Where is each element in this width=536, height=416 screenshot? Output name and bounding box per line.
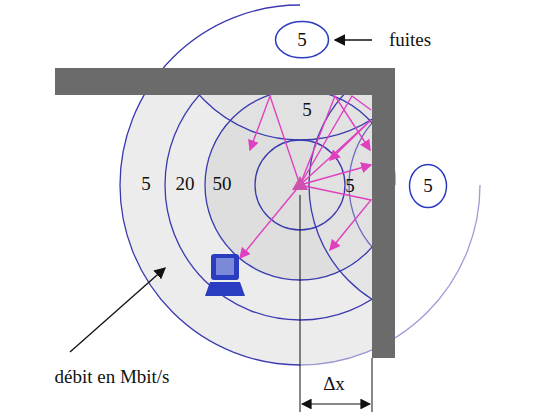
- leak-rate: 5: [423, 176, 433, 197]
- rate-number: 50: [211, 174, 234, 195]
- leak-rate: 5: [297, 30, 307, 51]
- rate-unit-caption: débit en Mbit/s: [52, 367, 171, 388]
- leak-caption: fuites: [387, 30, 433, 51]
- rate-number: 20: [174, 174, 197, 195]
- rate-number: 5: [300, 100, 314, 121]
- computer-icon: [205, 254, 245, 296]
- leak-ellipse: 5: [274, 20, 330, 59]
- rate-number: 5: [139, 174, 153, 195]
- rate-number: 5: [343, 176, 357, 197]
- dimension-label: Δx: [321, 374, 347, 395]
- leak-ellipse: 5: [408, 163, 448, 209]
